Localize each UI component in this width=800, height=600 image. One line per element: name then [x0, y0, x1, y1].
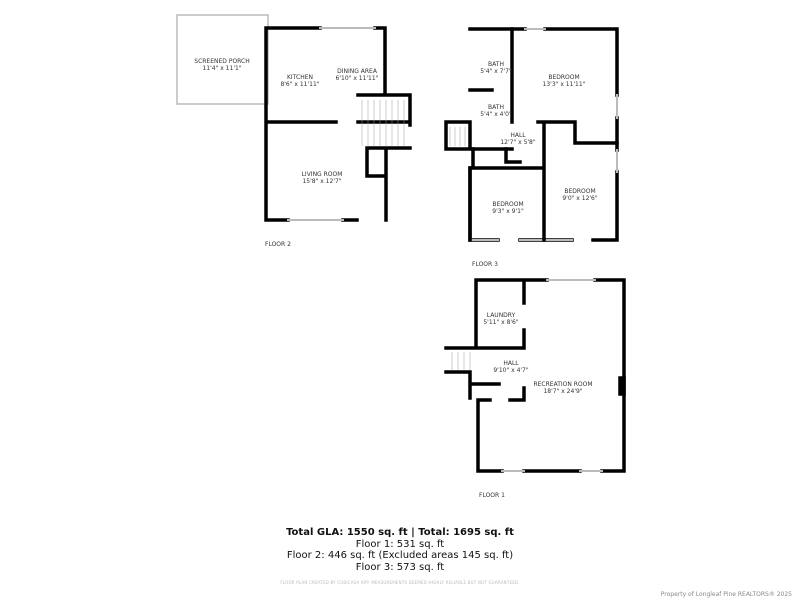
total-area: Total GLA: 1550 sq. ft | Total: 1695 sq.… — [286, 527, 514, 538]
room-name: SCREENED PORCH — [194, 58, 249, 65]
room-size: 8'6" x 11'11" — [280, 81, 319, 88]
floor-2-area: Floor 2: 446 sq. ft (Excluded areas 145 … — [286, 550, 514, 561]
floor-1-walls — [444, 278, 626, 473]
floor-3-area: Floor 3: 573 sq. ft — [355, 561, 445, 573]
property-note: Property of Longleaf Pine REALTORS® 2025 — [660, 591, 792, 598]
room-name: DINING AREA — [337, 68, 378, 75]
room-size: 9'3" x 9'1" — [492, 208, 524, 215]
room-size: 15'8" x 12'7" — [302, 178, 341, 185]
room-name: RECREATION ROOM — [533, 381, 592, 388]
room-size: 9'10" x 4'7" — [493, 367, 529, 374]
floor-2-walls — [176, 14, 412, 222]
area-summary: Total GLA: 1550 sq. ft | Total: 1695 sq.… — [0, 527, 800, 573]
room-size: 5'4" x 4'0" — [480, 111, 512, 118]
room-size: 13'3" x 11'11" — [543, 81, 586, 88]
room-size: 5'11" x 8'6" — [483, 319, 519, 326]
room-size: 18'7" x 24'9" — [543, 388, 582, 395]
room-name: BATH — [488, 104, 504, 111]
room-size: 6'10" x 11'11" — [336, 75, 379, 82]
room-name: LAUNDRY — [487, 312, 516, 319]
floor-1-area: Floor 1: 531 sq. ft — [355, 538, 445, 550]
room-size: 5'4" x 7'7" — [480, 68, 512, 75]
room-name: BEDROOM — [548, 74, 579, 81]
room-name: HALL — [503, 360, 519, 367]
room-name: LIVING ROOM — [302, 171, 343, 178]
floor-3-walls — [444, 27, 619, 242]
disclaimer: FLOOR PLAN CREATED BY CUBICASA APP. MEAS… — [280, 580, 520, 585]
room-size: 12'7" x 5'8" — [500, 139, 536, 146]
room-name: BATH — [488, 61, 504, 68]
floor-label: FLOOR 2 — [265, 241, 291, 248]
floor-label: FLOOR 1 — [479, 492, 505, 499]
room-name: BEDROOM — [564, 188, 595, 195]
room-size: 11'4" x 11'1" — [202, 65, 241, 72]
room-name: KITCHEN — [287, 74, 313, 81]
floor-label: FLOOR 3 — [472, 261, 498, 268]
room-size: 9'0" x 12'6" — [562, 195, 598, 202]
room-name: HALL — [510, 132, 526, 139]
room-name: BEDROOM — [492, 201, 523, 208]
